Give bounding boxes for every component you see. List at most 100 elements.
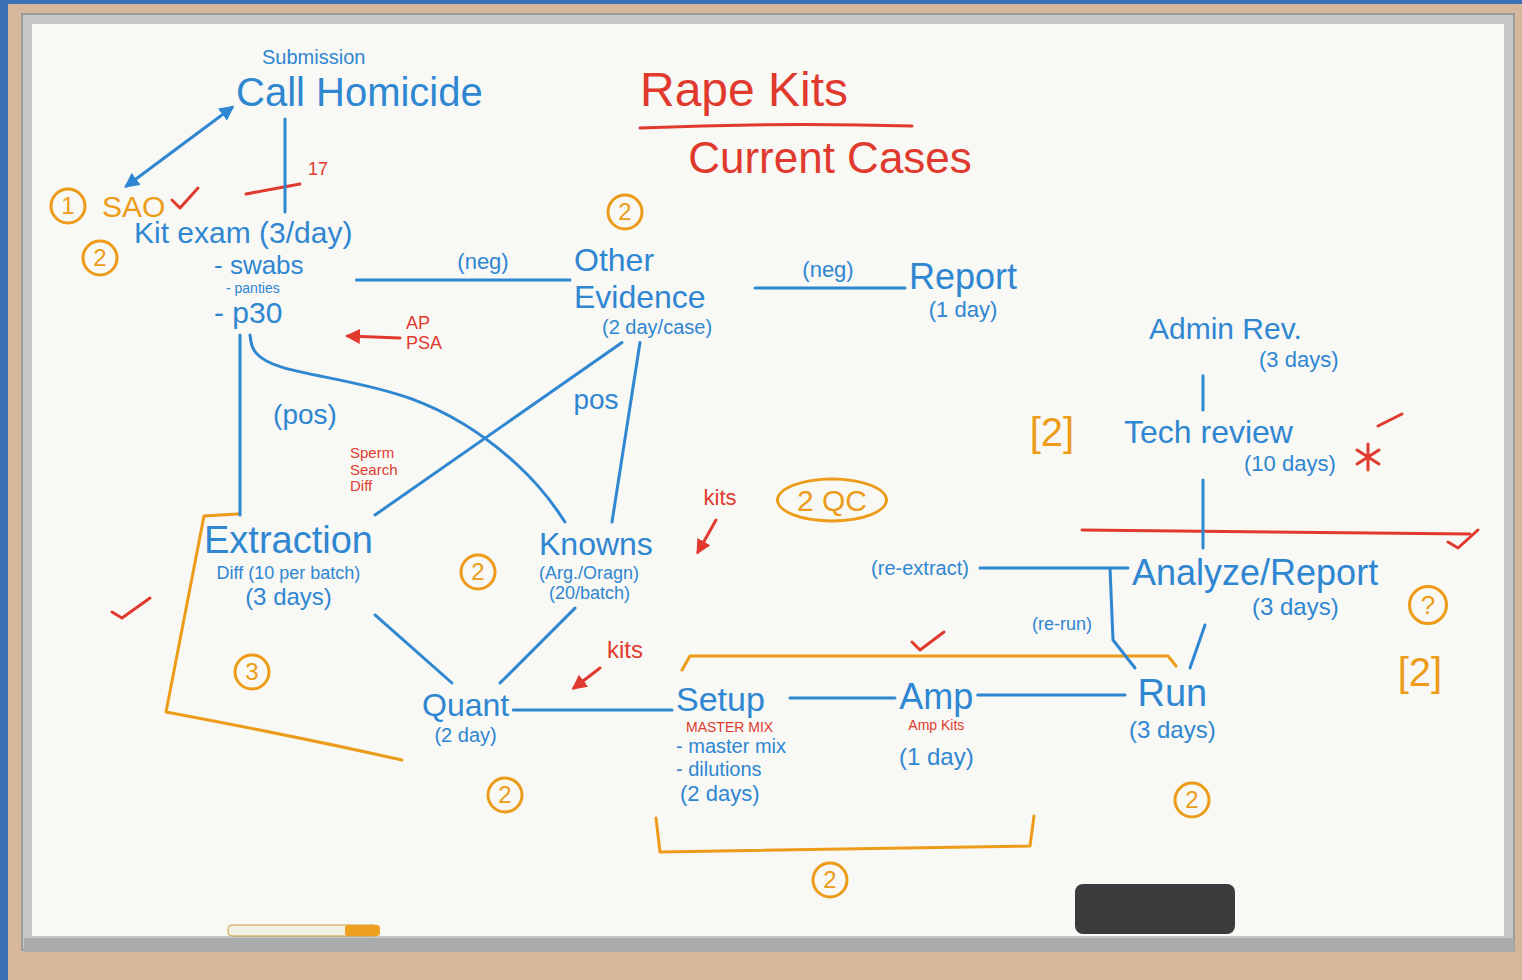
- step-title: Knowns: [539, 526, 653, 563]
- marker-tray: [24, 938, 1514, 952]
- check-mark: [912, 632, 944, 650]
- check-mark: [112, 598, 150, 618]
- process-step: Tech review(10 days): [1120, 410, 1340, 480]
- connector: [239, 335, 242, 515]
- connector: [375, 343, 622, 515]
- leader-line: [980, 567, 1110, 570]
- edge-label: (neg): [799, 258, 856, 282]
- title-underline: [640, 124, 912, 128]
- edge-label: pos: [570, 385, 621, 416]
- process-step: Other Evidence(2 day/case): [570, 238, 755, 343]
- step-detail: Call Homicide: [236, 69, 483, 115]
- step-detail: (2 day/case): [602, 316, 751, 339]
- step-detail: - swabs: [214, 251, 352, 281]
- step-title: Extraction: [204, 519, 373, 563]
- step-title: Run: [1129, 672, 1216, 716]
- step-title: Report: [909, 256, 1017, 297]
- step-title: Quant: [422, 687, 509, 724]
- note-text: [2]: [1030, 410, 1074, 454]
- group-bracket: [682, 656, 1176, 670]
- callout-number: 2: [460, 554, 497, 591]
- step-title: Submission: [262, 46, 483, 69]
- step-title: Tech review: [1124, 414, 1336, 451]
- step-title: Admin Rev.: [1149, 312, 1338, 347]
- board-frame: [22, 14, 1514, 950]
- process-step: Quant(2 day): [418, 683, 513, 751]
- check-mark: [172, 188, 198, 208]
- note-arrow: [348, 336, 400, 338]
- connector: [513, 709, 672, 712]
- callout-number: 1: [50, 188, 87, 225]
- step-detail: Amp Kits: [899, 717, 974, 733]
- check-mark: [1448, 530, 1478, 548]
- star-mark: [1357, 444, 1379, 470]
- wall: [8, 4, 1522, 980]
- callout-number: 2: [82, 240, 119, 277]
- eraser: [1075, 884, 1235, 934]
- step-detail: MASTER MIX: [686, 719, 786, 735]
- step-detail: (2 day): [422, 724, 509, 747]
- step-detail: (Arg./Oragn): [539, 563, 653, 584]
- step-detail: - panties: [226, 280, 352, 296]
- note-text: Current Cases: [688, 134, 972, 182]
- process-step: Analyze/Report(3 days): [1128, 548, 1382, 625]
- process-step: Kit exam (3/day)- swabs- panties- p30: [130, 212, 356, 335]
- step-detail: - p30: [214, 296, 352, 331]
- note-arrow: [698, 520, 716, 552]
- step-detail: (2 days): [680, 781, 786, 806]
- step-title: Kit exam (3/day): [134, 216, 352, 251]
- connector: [612, 343, 640, 522]
- callout-number: ?: [1408, 585, 1448, 625]
- connector: [1202, 376, 1205, 410]
- divider-line: [1082, 530, 1470, 534]
- step-title: Setup: [676, 680, 786, 719]
- step-detail: (1 day): [909, 297, 1017, 322]
- group-bracket: [166, 514, 402, 760]
- edge-label: (neg): [454, 250, 511, 274]
- process-step: Report(1 day): [905, 252, 1021, 327]
- connector: [978, 694, 1125, 697]
- process-step: SetupMASTER MIX- master mix- dilutions(2…: [672, 676, 790, 810]
- board-surface: [32, 24, 1504, 936]
- callout-number: 2: [812, 862, 849, 899]
- step-title: Amp: [899, 676, 974, 717]
- callout-number: 2: [487, 777, 524, 814]
- step-detail: (3 days): [204, 583, 373, 611]
- marker-cap: [345, 925, 380, 936]
- note-text: AP PSA: [406, 314, 450, 354]
- step-detail: (3 days): [1129, 716, 1216, 744]
- step-detail: - master mix: [676, 735, 786, 758]
- connector: [755, 287, 905, 290]
- callout-number: 2: [607, 194, 644, 231]
- process-step: ExtractionDiff (10 per batch)(3 days): [200, 515, 377, 615]
- step-detail: Diff (10 per batch): [204, 563, 373, 584]
- process-step: Knowns(Arg./Oragn)(20/batch): [535, 522, 657, 608]
- step-title: Other Evidence: [574, 242, 751, 316]
- step-detail: (3 days): [1252, 593, 1378, 621]
- callout-number: 3: [234, 654, 271, 691]
- count-tick: [246, 184, 300, 194]
- group-bracket: [656, 816, 1034, 852]
- annotations: [112, 124, 1478, 852]
- connector: [284, 119, 287, 212]
- connector: [1202, 480, 1205, 548]
- connector: [500, 608, 575, 683]
- callout-number: 2: [1174, 782, 1211, 819]
- note-text: kits: [704, 486, 737, 510]
- diagram-title: Rape Kits: [640, 64, 848, 117]
- check-mark: [1378, 414, 1402, 426]
- note-text: kits: [607, 637, 643, 663]
- process-step: Run(3 days): [1125, 668, 1220, 747]
- note-text: [2]: [1398, 650, 1442, 694]
- connector: [1190, 625, 1205, 668]
- connector: [356, 279, 570, 282]
- edge-label: (pos): [270, 400, 340, 431]
- edge-label: 17: [305, 160, 331, 180]
- process-step: SubmissionCall Homicide: [232, 42, 487, 119]
- connector: [1110, 568, 1135, 668]
- connector: [790, 697, 895, 700]
- step-detail: (20/batch): [549, 583, 653, 604]
- edge-label: (re-run): [1029, 615, 1095, 635]
